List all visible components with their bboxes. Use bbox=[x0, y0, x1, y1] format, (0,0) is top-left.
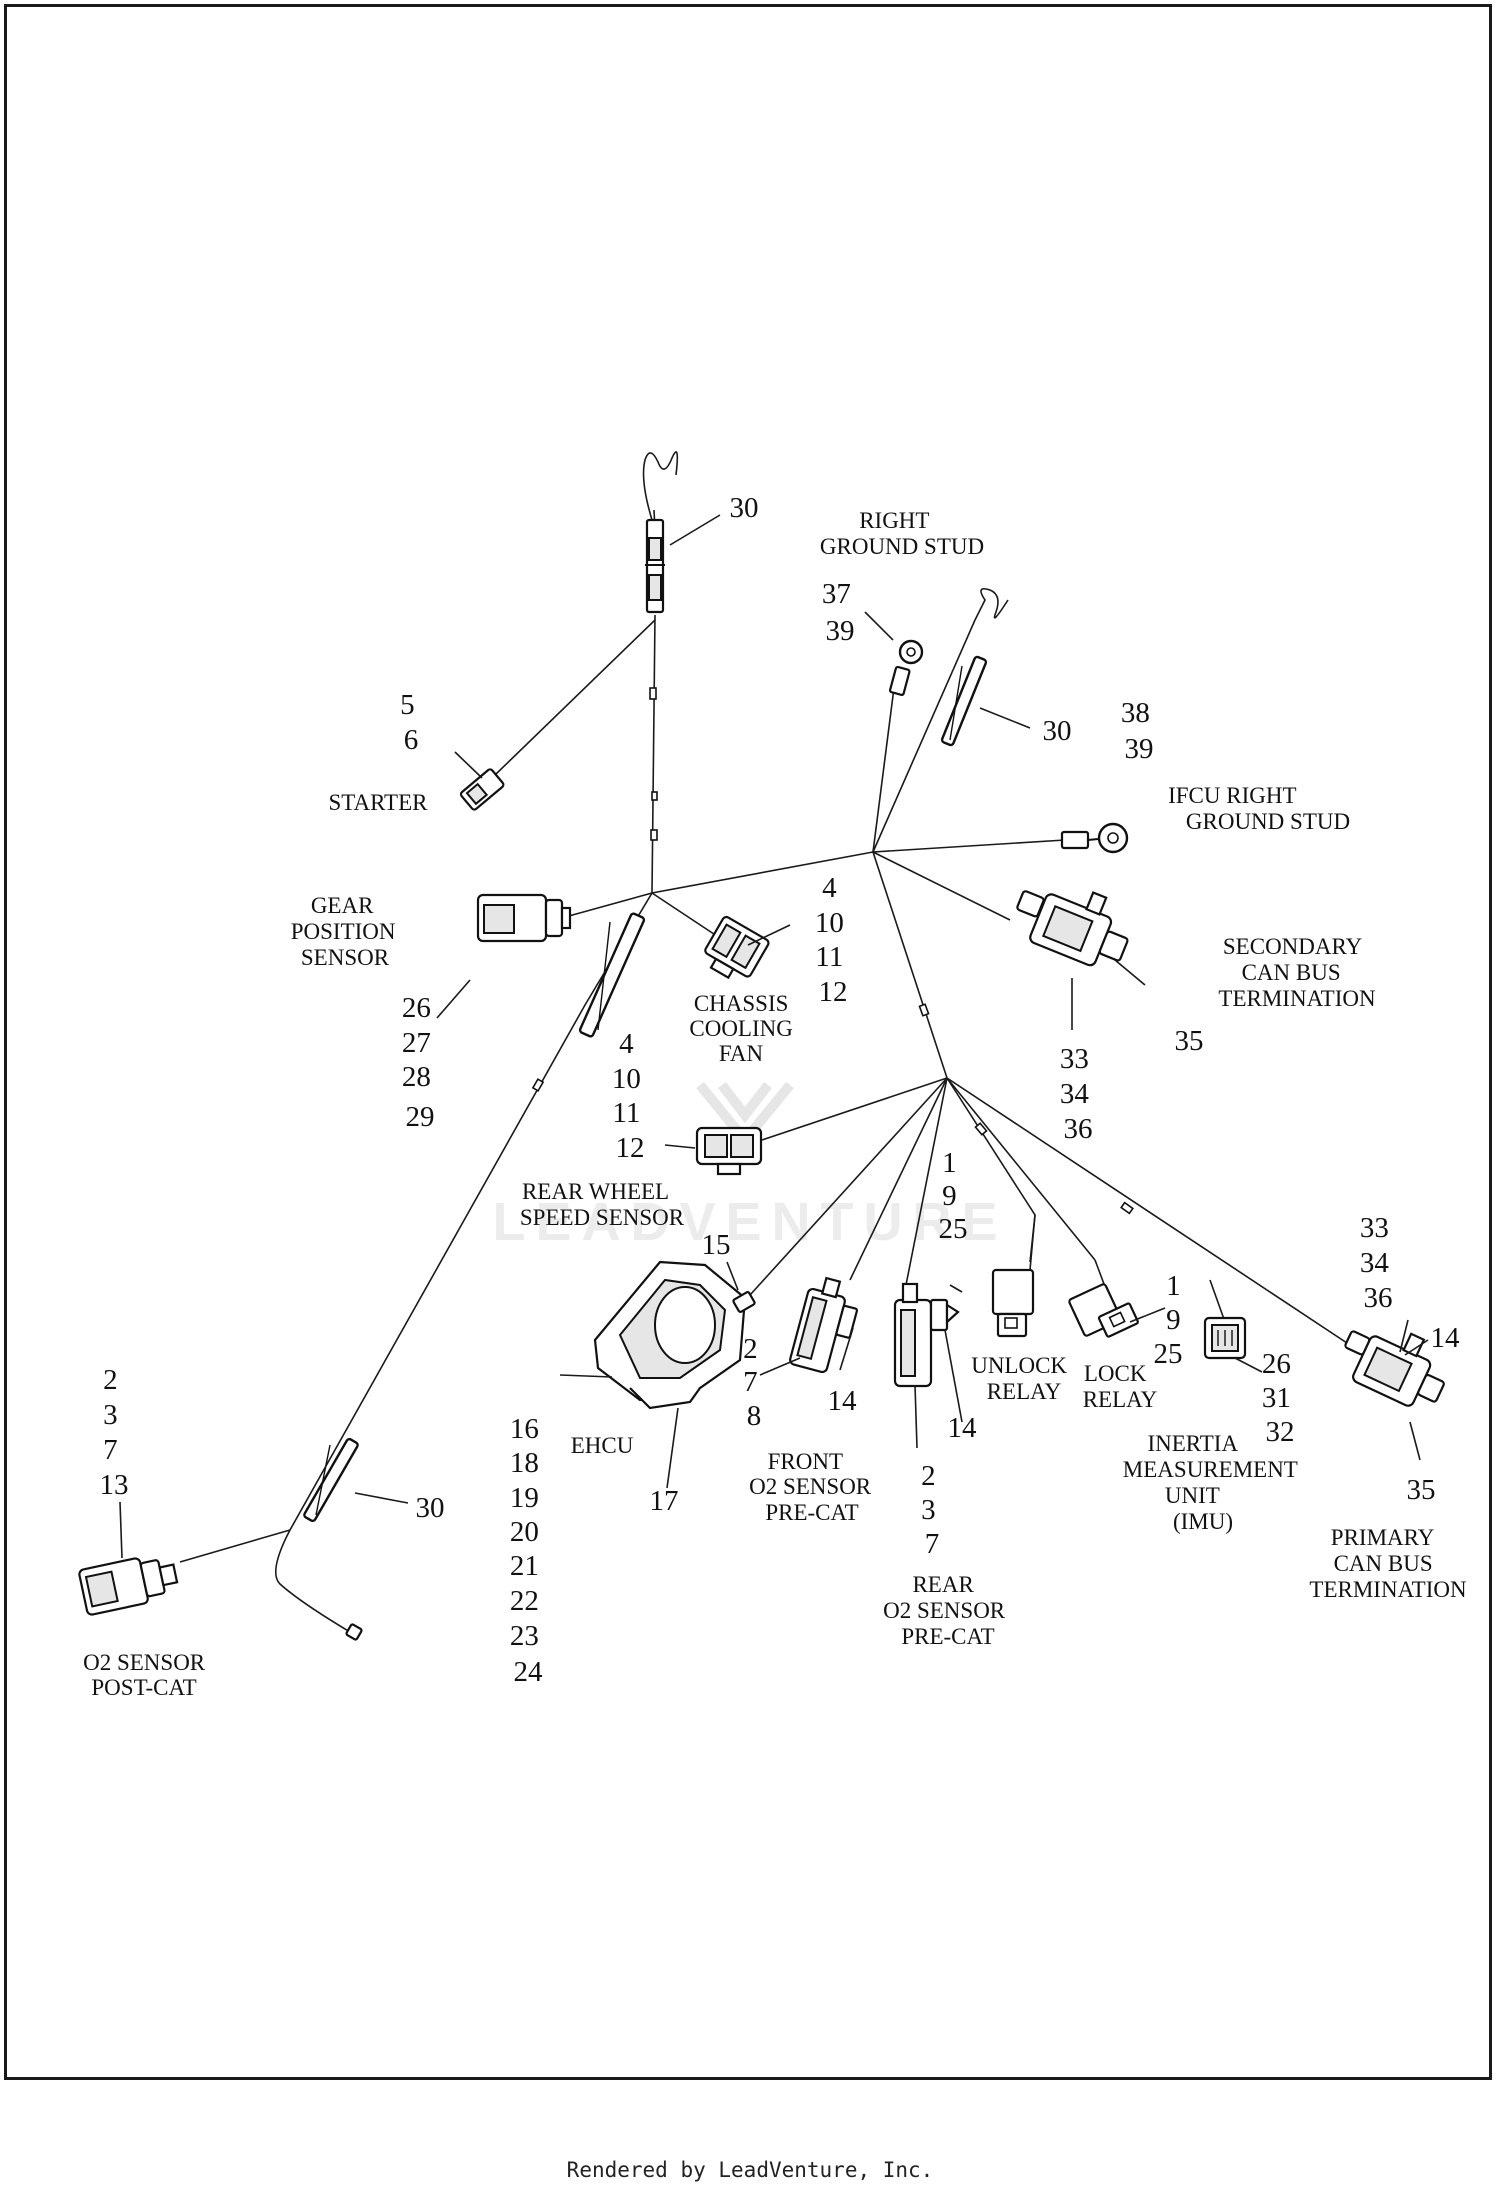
ifcu-ground-stud-terminal bbox=[1060, 822, 1129, 854]
component-labels: RIGHT GROUND STUD IFCU RIGHT GROUND STUD… bbox=[83, 508, 1467, 1700]
callout-front-o2-items: 2 7 8 bbox=[743, 1333, 765, 1432]
callout-35-bottom: 35 bbox=[1407, 1474, 1436, 1506]
label-chassis-cooling-fan: CHASSIS COOLING FAN bbox=[689, 991, 798, 1066]
callout-primary-items: 33 34 36 bbox=[1360, 1212, 1396, 1314]
callout-38-39: 38 39 bbox=[1121, 697, 1157, 765]
secondary-can-bus-termination bbox=[1016, 890, 1129, 967]
primary-can-bus-termination bbox=[1344, 1330, 1445, 1407]
leader-lines bbox=[119, 514, 1429, 1559]
gear-position-sensor-connector bbox=[476, 893, 572, 943]
wire-clips bbox=[531, 687, 1134, 1215]
label-ehcu: EHCU bbox=[571, 1433, 634, 1458]
callout-imu-items: 26 31 32 bbox=[1262, 1348, 1298, 1448]
right-ground-stud-terminal bbox=[888, 639, 924, 696]
label-rear-wheel-speed-sensor: REAR WHEEL SPEED SENSOR bbox=[520, 1179, 685, 1230]
o2-sensor-post-cat-connector bbox=[78, 1557, 179, 1616]
rear-wheel-speed-sensor-connector bbox=[695, 1126, 763, 1176]
callout-fan-items: 4 10 11 12 bbox=[815, 872, 851, 1008]
inline-connector-top bbox=[645, 518, 665, 614]
callout-30-top: 30 bbox=[730, 492, 759, 524]
harness-sleeve-mid bbox=[940, 655, 988, 747]
label-ifcu-right-ground-stud: IFCU RIGHT GROUND STUD bbox=[1168, 783, 1350, 834]
harness-sleeve-left bbox=[578, 912, 646, 1038]
imu-connector bbox=[1203, 1316, 1247, 1360]
callout-numbers: 30 37 39 30 38 39 5 6 4 10 11 12 26 27 2… bbox=[100, 492, 1461, 1688]
label-o2-sensor-post-cat: O2 SENSOR POST-CAT bbox=[83, 1650, 211, 1700]
callout-ehcu-items: 16 18 19 20 21 22 23 24 bbox=[510, 1413, 546, 1688]
starter-connector bbox=[459, 768, 505, 811]
callout-rear-o2-items: 2 3 7 bbox=[921, 1460, 943, 1560]
label-gear-position-sensor: GEAR POSITION SENSOR bbox=[291, 893, 402, 970]
watermark: LEADVENTURE bbox=[492, 1192, 1007, 1252]
wire-end-terminal bbox=[345, 1623, 363, 1641]
harness-sleeve-bottom bbox=[303, 1437, 359, 1523]
callout-14-front: 14 bbox=[828, 1385, 858, 1417]
callout-14-right: 14 bbox=[1431, 1322, 1461, 1354]
label-primary-can-bus: PRIMARY CAN BUS TERMINATION bbox=[1309, 1525, 1467, 1602]
callout-lock-items: 1 9 25 bbox=[1154, 1270, 1188, 1370]
callout-15: 15 bbox=[702, 1229, 731, 1261]
callout-post-cat-items: 2 3 7 13 bbox=[100, 1364, 129, 1501]
label-rear-o2-sensor: REAR O2 SENSOR PRE-CAT bbox=[883, 1572, 1011, 1649]
lock-relay bbox=[1068, 1283, 1139, 1338]
rear-o2-sensor-connector bbox=[893, 1282, 960, 1388]
diagram-frame bbox=[4, 4, 1492, 2080]
callout-37-39: 37 39 bbox=[822, 578, 858, 647]
unlock-relay bbox=[991, 1268, 1035, 1338]
callout-17: 17 bbox=[650, 1485, 679, 1517]
callout-unlock-items: 1 9 25 bbox=[939, 1147, 968, 1245]
callout-30-bottom: 30 bbox=[416, 1492, 445, 1524]
callout-gear-items: 26 27 28 29 bbox=[402, 992, 438, 1133]
label-right-ground-stud: RIGHT GROUND STUD bbox=[820, 508, 984, 559]
callout-secondary-items: 33 34 36 bbox=[1060, 1043, 1096, 1145]
chassis-cooling-fan-connector bbox=[704, 915, 770, 980]
callout-30-mid: 30 bbox=[1043, 715, 1072, 747]
label-unlock-relay: UNLOCK RELAY bbox=[971, 1353, 1073, 1404]
label-secondary-can-bus: SECONDARY CAN BUS TERMINATION bbox=[1218, 934, 1376, 1011]
label-starter: STARTER bbox=[328, 790, 428, 815]
callout-5-6: 5 6 bbox=[400, 689, 422, 756]
label-lock-relay: LOCK RELAY bbox=[1083, 1361, 1158, 1412]
label-imu: INERTIA MEASUREMENT UNIT (IMU) bbox=[1123, 1431, 1303, 1534]
label-front-o2-sensor: FRONT O2 SENSOR PRE-CAT bbox=[749, 1449, 877, 1525]
callout-35-top: 35 bbox=[1175, 1025, 1204, 1057]
front-o2-sensor-connector bbox=[789, 1276, 859, 1374]
callout-14-rear: 14 bbox=[948, 1412, 978, 1444]
callout-rwss-items: 4 10 11 12 bbox=[612, 1028, 648, 1164]
ehcu-module bbox=[593, 1260, 756, 1410]
footer-credit: Rendered by LeadVenture, Inc. bbox=[566, 2158, 934, 2182]
